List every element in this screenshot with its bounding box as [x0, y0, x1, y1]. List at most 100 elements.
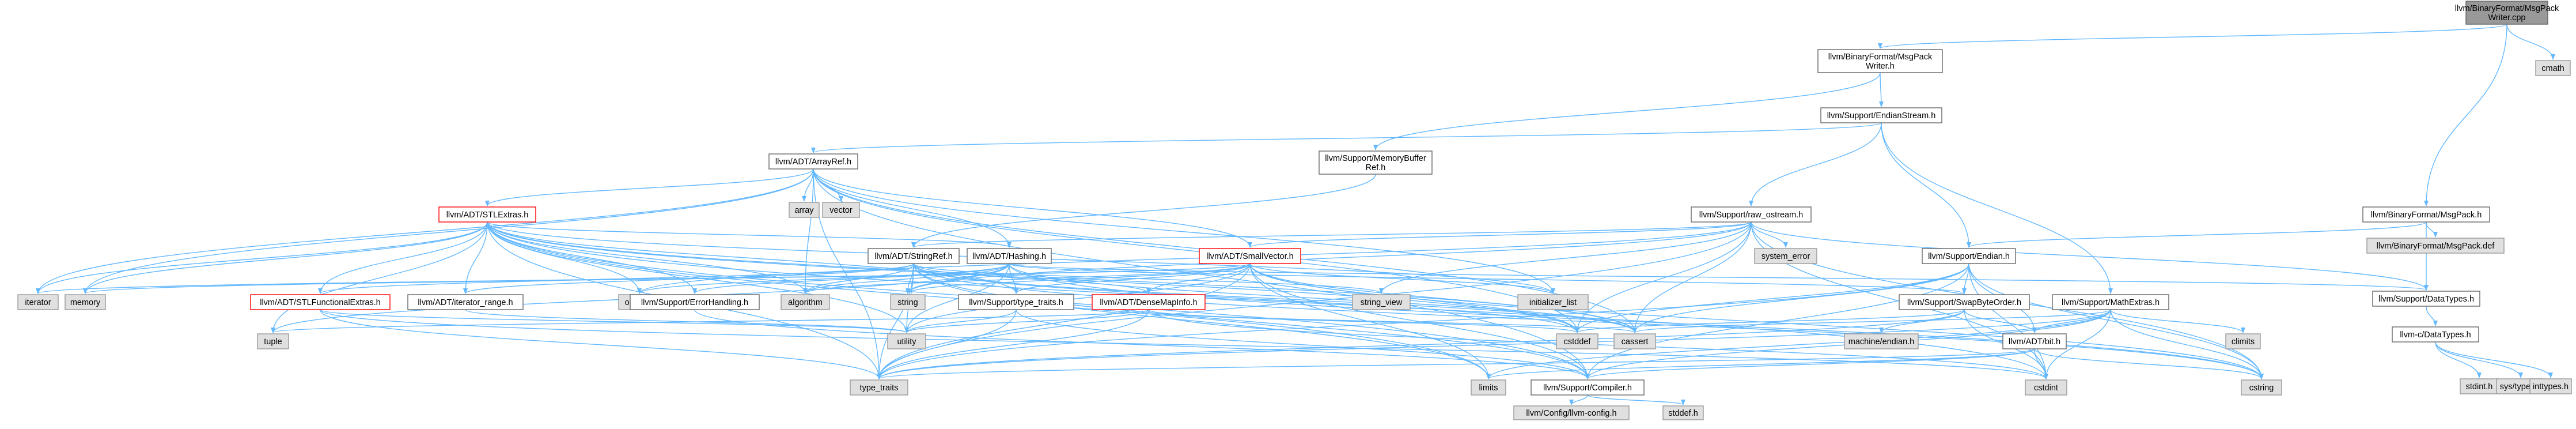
node-memory[interactable]: memory: [65, 294, 106, 310]
node-bit[interactable]: llvm/ADT/bit.h: [2002, 333, 2067, 349]
node-hashing[interactable]: llvm/ADT/Hashing.h: [967, 248, 1052, 264]
node-box: [1471, 379, 1506, 396]
node-stlextras[interactable]: llvm/ADT/STLExtras.h: [438, 206, 536, 223]
node-label: system_error: [1761, 252, 1810, 261]
node-msgpack-def[interactable]: llvm/BinaryFormat/MsgPack.def: [2366, 238, 2505, 254]
node-typetraits-h[interactable]: llvm/Support/type_traits.h: [958, 294, 1074, 310]
node-vector[interactable]: vector: [822, 202, 860, 218]
edge-mathextras-to-type_traits: [877, 309, 2111, 379]
edge-smallvector-to-memory: [83, 263, 1251, 294]
node-tuple[interactable]: tuple: [257, 333, 289, 349]
node-label: llvm/Support/SwapByteOrder.h: [1907, 298, 2021, 307]
node-rawostream[interactable]: llvm/Support/raw_ostream.h: [1691, 206, 1812, 223]
edge-compiler-to-stddef_h: [1587, 394, 1685, 405]
edge-smallvector-to-cassert: [1249, 263, 1637, 333]
node-endianstream[interactable]: llvm/Support/EndianStream.h: [1820, 107, 1942, 123]
node-string[interactable]: string: [890, 294, 926, 310]
node-cmath[interactable]: cmath: [2535, 60, 2571, 76]
node-cstddef[interactable]: cstddef: [1556, 333, 1598, 349]
node-box: [630, 294, 760, 310]
node-utility[interactable]: utility: [887, 333, 926, 349]
node-machine-endian[interactable]: machine/endian.h: [1844, 333, 1919, 349]
edge-smallvector-to-string: [906, 263, 1251, 294]
node-cstring[interactable]: cstring: [2241, 379, 2282, 396]
node-box: [967, 248, 1052, 264]
node-box: [250, 294, 391, 310]
node-compiler[interactable]: llvm/Support/Compiler.h: [1531, 379, 1645, 396]
node-endian[interactable]: llvm/Support/Endian.h: [1922, 248, 2016, 264]
node-label: Ref.h: [1366, 163, 1386, 172]
node-initializer-list[interactable]: initializer_list: [1517, 294, 1589, 310]
node-label: llvm/Support/type_traits.h: [969, 298, 1063, 307]
node-box: [2362, 206, 2490, 223]
node-label: Writer.h: [1866, 62, 1895, 71]
node-mathextras[interactable]: llvm/Support/MathExtras.h: [2052, 294, 2169, 310]
node-llvm-config[interactable]: llvm/Config/llvm-config.h: [1513, 405, 1630, 420]
node-box: [781, 294, 830, 310]
edge-smallvector-to-cstring: [1249, 263, 2264, 379]
node-system-error[interactable]: system_error: [1754, 248, 1817, 264]
edge-root-to-cmath: [2506, 24, 2555, 60]
node-label: limits: [1479, 383, 1498, 393]
edge-arrayref-to-memory: [83, 168, 814, 294]
edge-stlfunctional-to-cstdint: [320, 309, 2048, 379]
node-inttypes[interactable]: inttypes.h: [2529, 378, 2572, 394]
node-cassert[interactable]: cassert: [1613, 333, 1656, 349]
node-array[interactable]: array: [789, 202, 820, 218]
node-cstdint[interactable]: cstdint: [2025, 379, 2067, 396]
node-climits[interactable]: climits: [2225, 333, 2261, 349]
node-iterator[interactable]: iterator: [17, 294, 59, 310]
edge-arrayref-to-hashing: [813, 168, 1012, 248]
node-label: llvm/ADT/StringRef.h: [874, 252, 952, 261]
edge-stringref-to-cstring: [913, 263, 2264, 379]
node-errorhandling[interactable]: llvm/Support/ErrorHandling.h: [630, 294, 760, 310]
node-limits[interactable]: limits: [1471, 379, 1506, 396]
node-arrayref[interactable]: llvm/ADT/ArrayRef.h: [768, 153, 858, 170]
node-type-traits[interactable]: type_traits: [850, 379, 908, 396]
edges-layer: [36, 24, 2555, 405]
node-densemapinfo[interactable]: llvm/ADT/DenseMapInfo.h: [1092, 294, 1206, 310]
node-label: llvm/ADT/STLExtras.h: [446, 210, 529, 220]
edge-densemapinfo-to-type_traits: [877, 309, 1149, 379]
node-label: llvm/ADT/ArrayRef.h: [775, 157, 851, 167]
node-label: cstddef: [1564, 337, 1592, 347]
node-stringref[interactable]: llvm/ADT/StringRef.h: [867, 248, 960, 264]
node-algorithm[interactable]: algorithm: [781, 294, 830, 310]
node-stddef-h[interactable]: stddef.h: [1662, 405, 1704, 420]
node-label: memory: [70, 298, 101, 307]
node-box: [1531, 379, 1645, 396]
edge-endianstream-to-mathextras: [1881, 122, 2113, 294]
node-swapbyteorder[interactable]: llvm/Support/SwapByteOrder.h: [1899, 294, 2030, 310]
node-label: llvm/ADT/SmallVector.h: [1206, 252, 1294, 261]
node-label: inttypes.h: [2533, 382, 2569, 392]
node-box: [65, 294, 106, 310]
node-stdint-h[interactable]: stdint.h: [2460, 378, 2499, 394]
edge-swapbyteorder-to-type_traits: [877, 309, 1965, 379]
node-datatypes[interactable]: llvm/Support/DataTypes.h: [2372, 291, 2480, 307]
edge-smallvector-to-type_traits: [877, 263, 1251, 379]
node-label: llvm/Support/MemoryBuffer: [1325, 154, 1426, 163]
node-box: [1754, 248, 1817, 264]
node-box: [1556, 333, 1598, 349]
node-cdatatypes[interactable]: llvm-c/DataTypes.h: [2392, 326, 2479, 343]
node-msgpack-h[interactable]: llvm/BinaryFormat/MsgPack.h: [2362, 206, 2490, 223]
node-label: cstring: [2249, 383, 2274, 393]
node-stlfunctional[interactable]: llvm/ADT/STLFunctionalExtras.h: [250, 294, 391, 310]
edge-bit-to-cstdint: [2034, 348, 2048, 379]
node-iterator-range[interactable]: llvm/ADT/iterator_range.h: [407, 294, 524, 310]
edge-rawostream-to-system_error: [1751, 221, 1788, 248]
node-string-view[interactable]: string_view: [1352, 294, 1411, 310]
edge-endianstream-to-arrayref: [811, 122, 1882, 153]
edge-hashing-to-errorhandling: [692, 263, 1010, 294]
edge-cdatatypes-to-stdint_h: [2435, 341, 2482, 378]
node-label: llvm/Support/Endian.h: [1928, 252, 2010, 261]
node-smallvector[interactable]: llvm/ADT/SmallVector.h: [1199, 248, 1301, 264]
node-box: [1319, 150, 1433, 175]
edge-arrayref-to-iterator: [36, 168, 814, 294]
node-box: [407, 294, 524, 310]
edge-smallvector-to-algorithm: [803, 263, 1251, 294]
edge-smallvector-to-typetraits_h: [1014, 263, 1251, 294]
